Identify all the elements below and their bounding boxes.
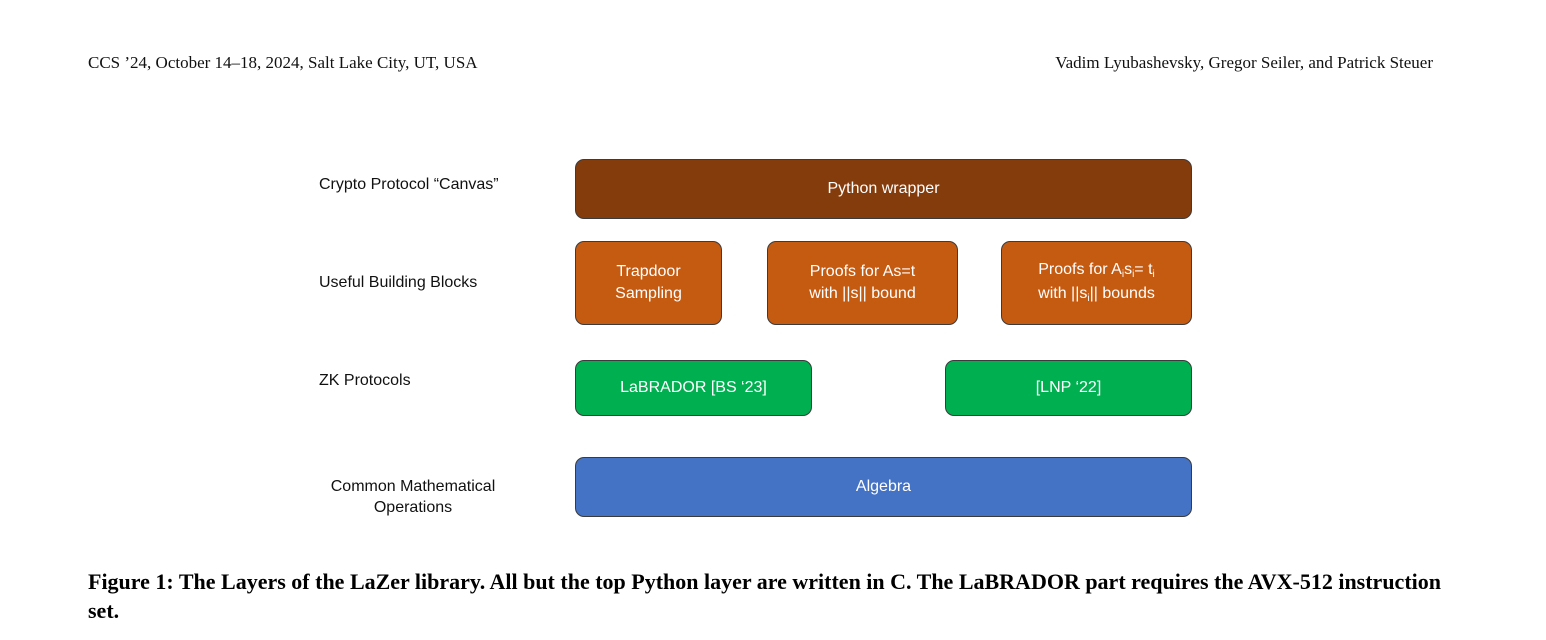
layer-label-canvas: Crypto Protocol “Canvas” [319,176,499,193]
proofs-as-line1: Proofs for As=t [809,263,916,280]
python-wrapper-box: Python wrapper [575,159,1192,219]
algebra-box: Algebra [575,457,1192,517]
layer-label-building-blocks: Useful Building Blocks [319,274,478,291]
proofs-ai-si-box: Proofs for Aisi= ti with ||si|| bounds [1001,241,1192,325]
lnp-label: [LNP ‘22] [1035,379,1102,396]
proofs-ai-line2: with ||si|| bounds [1038,283,1155,307]
running-head-left: CCS ’24, October 14–18, 2024, Salt Lake … [88,53,478,72]
proofs-ai-text-s: s [1124,261,1133,278]
proofs-ai-line1: Proofs for Aisi= ti [1038,259,1155,283]
trapdoor-sampling-box: Trapdoor Sampling [575,241,722,325]
proofs-ai-text-a: Proofs for A [1038,261,1122,278]
proofs-as-t-box: Proofs for As=t with ||s|| bound [767,241,958,325]
layer-label-zk-protocols: ZK Protocols [319,372,411,389]
proofs-ai-subscript-4: i [1087,293,1090,304]
proofs-ai-subscript-3: i [1152,269,1155,280]
trapdoor-line2: Sampling [615,285,682,302]
labrador-box: LaBRADOR [BS ‘23] [575,360,812,416]
layer-label-math-line1: Common Mathematical [330,478,496,495]
lnp-box: [LNP ‘22] [945,360,1192,416]
figure-layers-diagram: Crypto Protocol “Canvas” Useful Building… [313,159,1192,518]
figure-caption: Figure 1: The Layers of the LaZer librar… [88,569,1441,623]
algebra-label: Algebra [855,478,912,495]
proofs-ai-text-with: with ||s [1038,285,1088,302]
trapdoor-line1: Trapdoor [616,263,681,280]
layer-label-math-line2: Operations [373,499,453,516]
proofs-ai-subscript-1: i [1121,269,1125,280]
labrador-label: LaBRADOR [BS ‘23] [620,379,767,396]
proofs-ai-text-t: = t [1134,261,1153,278]
python-wrapper-label: Python wrapper [827,180,940,197]
proofs-ai-subscript-2: i [1132,269,1135,280]
layer-label-math-operations: Common Mathematical Operations [313,476,513,518]
proofs-as-line2: with ||s|| bound [809,285,916,302]
proofs-ai-text-bounds: || bounds [1089,285,1155,302]
running-head-right: Vadim Lyubashevsky, Gregor Seiler, and P… [1055,53,1433,72]
